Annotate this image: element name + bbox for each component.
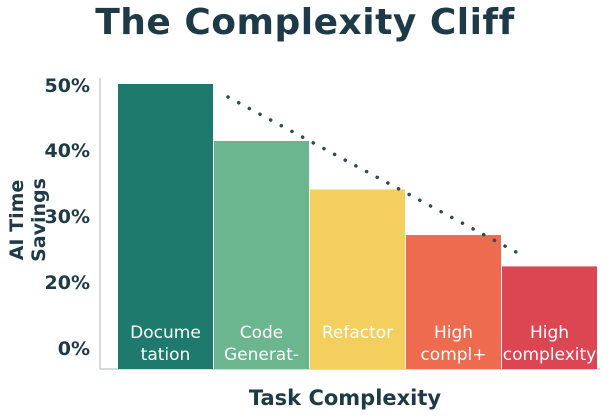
bar-label: tation bbox=[141, 345, 191, 365]
y-tick-label: 50% bbox=[45, 75, 90, 97]
bar bbox=[502, 266, 597, 369]
bar bbox=[406, 235, 501, 369]
y-tick-label: 40% bbox=[45, 140, 90, 162]
bar-label: High bbox=[530, 323, 569, 343]
bar-label: Refactor bbox=[322, 323, 393, 343]
chart-title: The Complexity Cliff bbox=[95, 2, 515, 43]
bar-label: compl+ bbox=[420, 345, 486, 365]
bar-label: Code bbox=[240, 323, 284, 343]
bar-label: High bbox=[434, 323, 473, 343]
bar bbox=[118, 84, 213, 369]
x-axis-label: Task Complexity bbox=[248, 386, 442, 410]
y-tick-label: 30% bbox=[45, 206, 90, 228]
bar bbox=[310, 189, 405, 369]
bar-label: Generat- bbox=[224, 345, 299, 365]
bar-label: Docume bbox=[130, 323, 201, 343]
bar-label: complexity bbox=[503, 345, 597, 365]
y-tick-label: 0% bbox=[58, 338, 90, 360]
bar bbox=[214, 141, 309, 369]
y-tick-label: 20% bbox=[45, 272, 90, 294]
